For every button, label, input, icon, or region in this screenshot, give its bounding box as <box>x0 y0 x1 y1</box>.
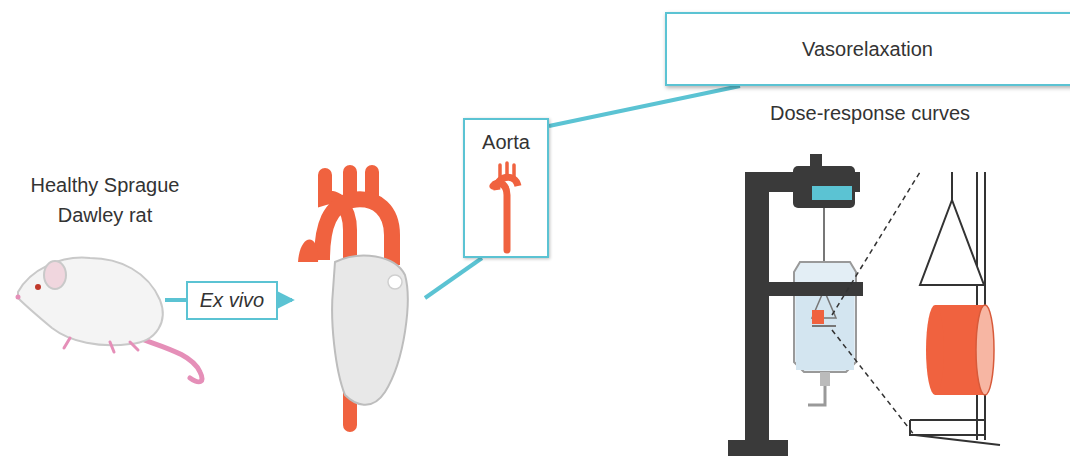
outcome-box: Vasorelaxation <box>665 12 1070 86</box>
aorta-figure <box>493 163 518 250</box>
node-text: Ex vivo <box>200 288 264 313</box>
organ-bath-apparatus <box>728 154 1000 456</box>
heart-figure <box>298 172 408 425</box>
leader-line <box>425 258 482 298</box>
process-box: Ex vivo <box>186 281 278 320</box>
node-text: Aorta <box>465 130 547 155</box>
rat-figure <box>16 258 202 382</box>
animal-label: Healthy Sprague Dawley rat <box>5 170 205 230</box>
node-text: Vasorelaxation <box>802 37 933 62</box>
method-label: Dose-response curves <box>755 98 985 128</box>
tissue-box: Aorta <box>463 118 549 258</box>
connector-line <box>549 86 740 126</box>
